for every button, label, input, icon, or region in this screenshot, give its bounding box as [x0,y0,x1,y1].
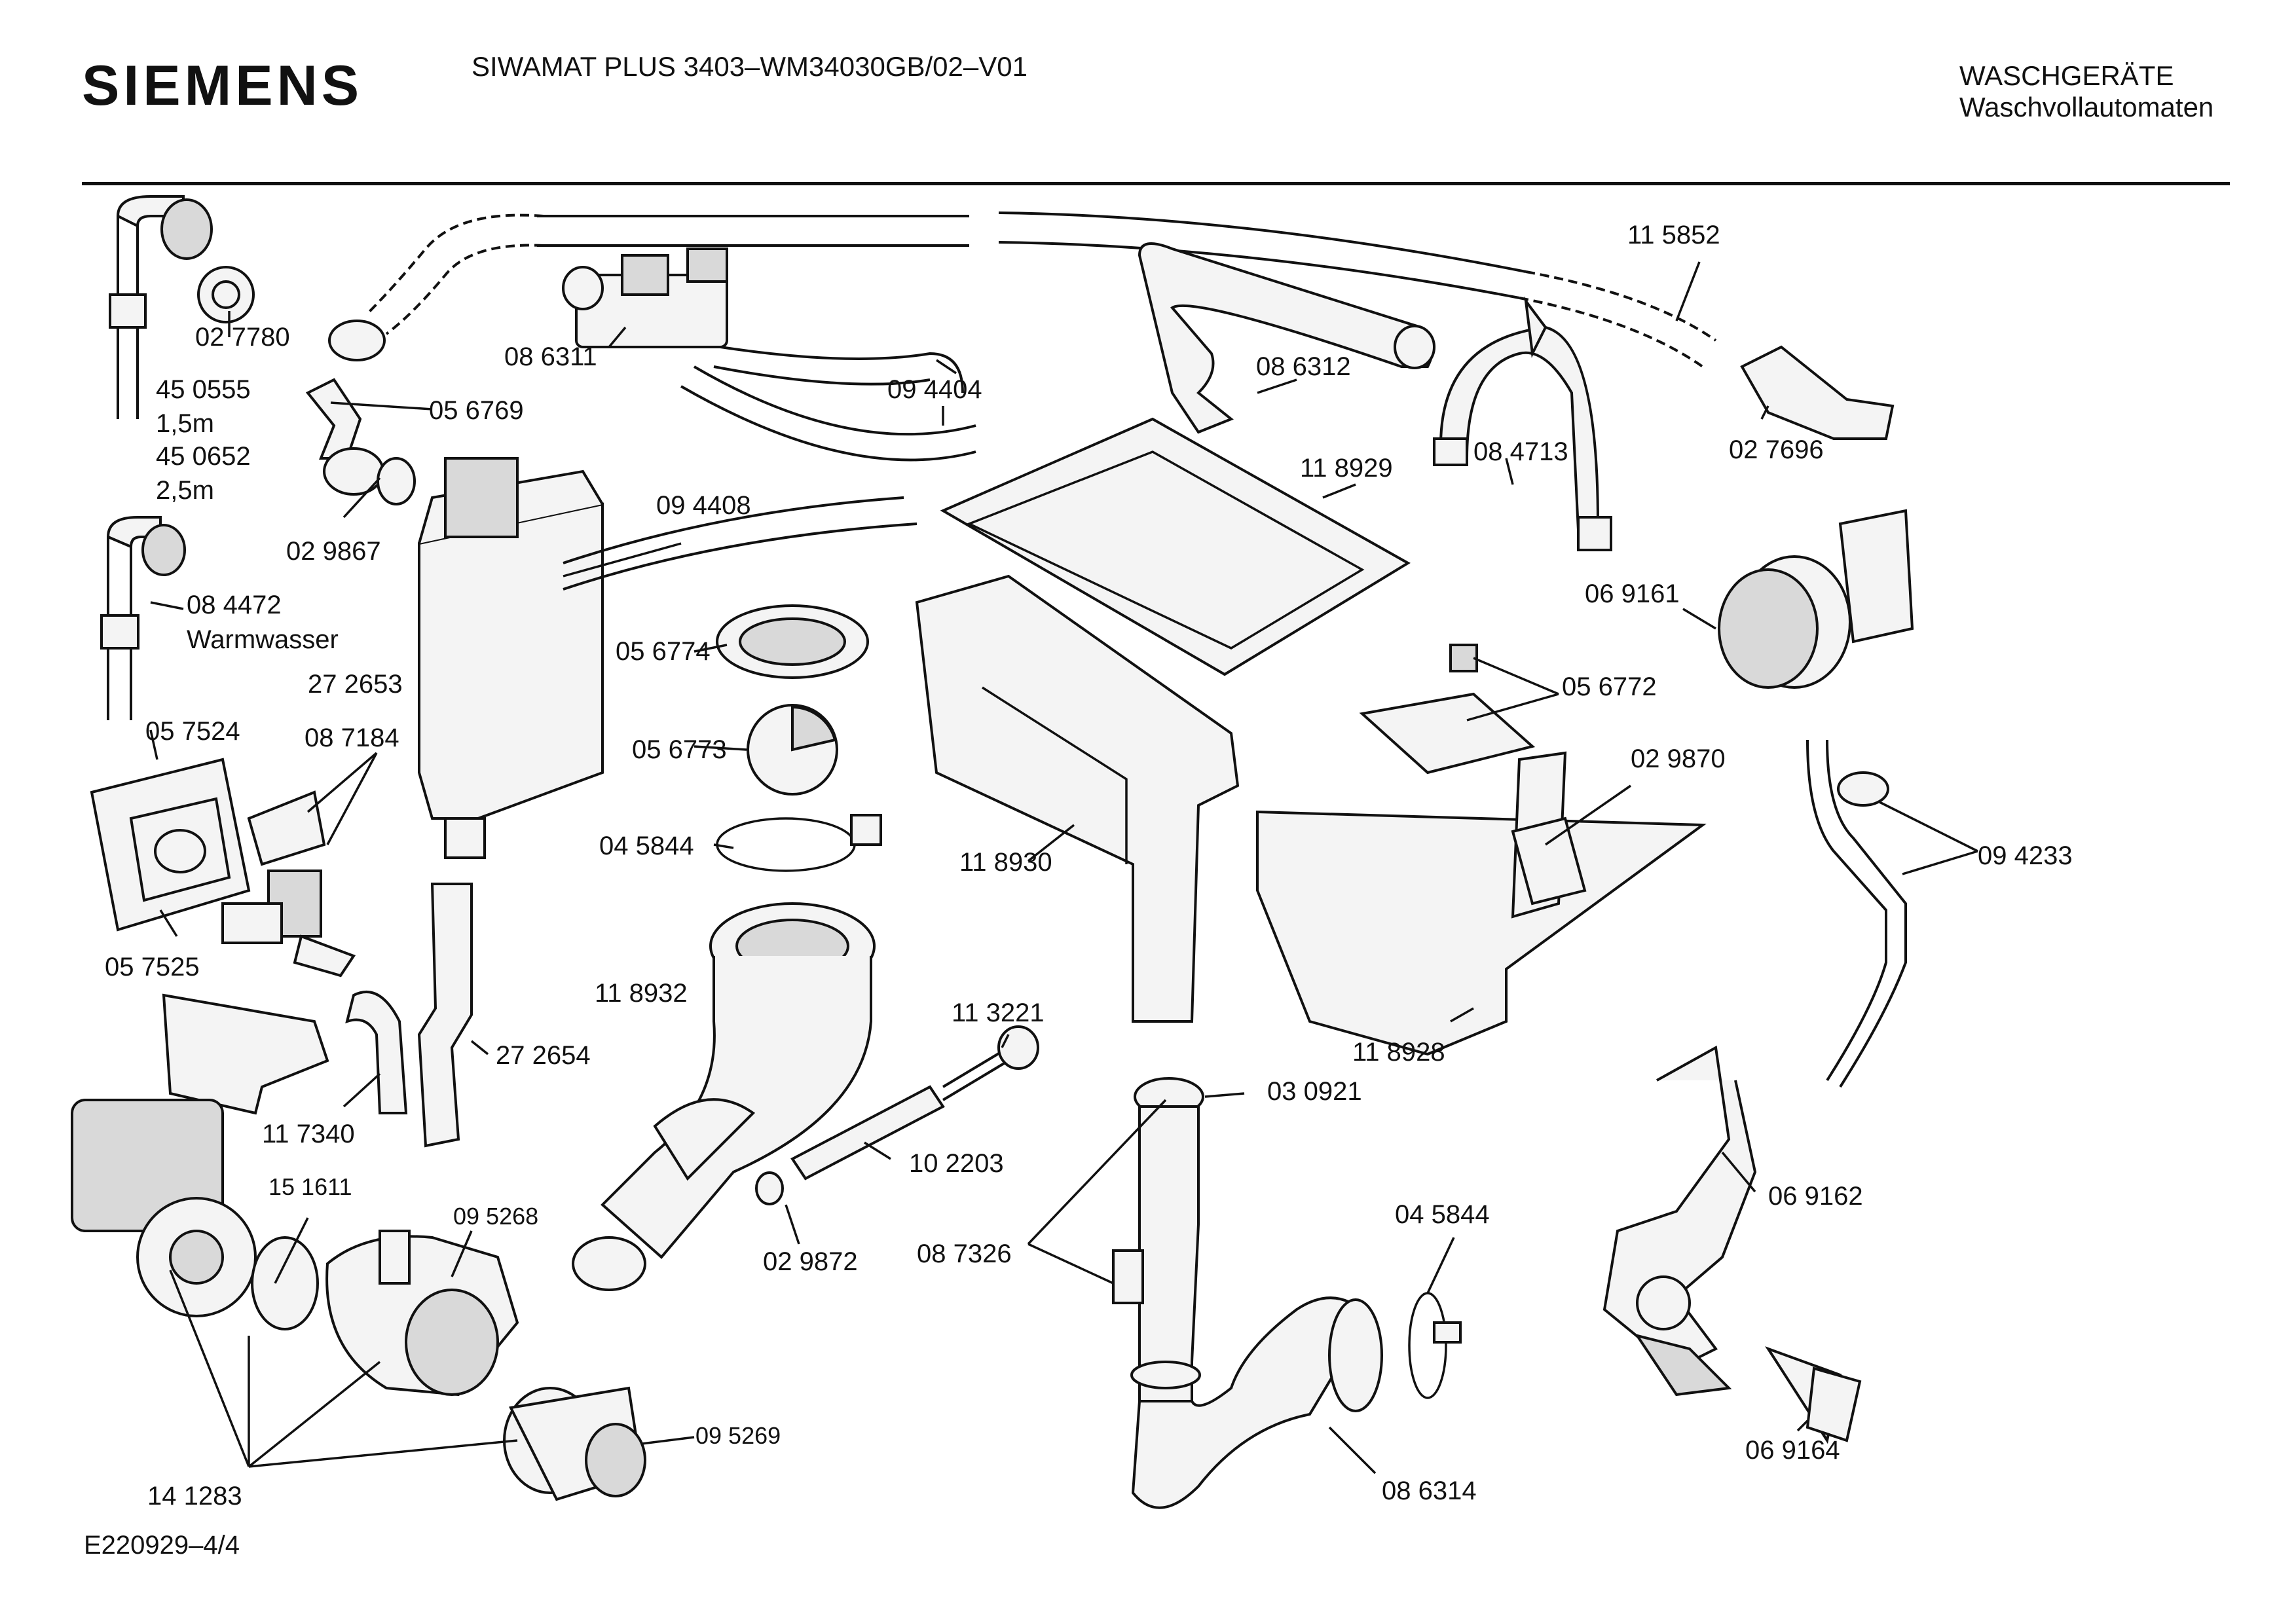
callout-056772: 05 6772 [1562,672,1657,701]
mounting-bracket [1602,1045,1757,1397]
inlet-hose-warm [100,516,186,720]
callout-069161: 06 9161 [1585,579,1680,608]
callout-087184: 08 7184 [305,724,399,752]
drain-pipe [1112,1077,1204,1402]
hose-clamp-lower [1408,1292,1462,1399]
hose-connector [1740,345,1895,440]
callout-102203: 10 2203 [909,1149,1004,1178]
callout-094408: 09 4408 [656,491,751,520]
elbow-pipe [305,378,416,505]
dispenser-housing [915,574,1240,1023]
callout-027696: 02 7696 [1729,435,1824,464]
pressure-switch [1718,509,1914,689]
callout-118929: 11 8929 [1300,454,1393,483]
callout-045844-upper: 04 5844 [599,832,694,860]
callout-450555: 45 0555 [156,375,251,404]
hose-clamp-top [716,814,882,872]
softener-tank [418,457,917,859]
callout-095269: 09 5269 [695,1422,781,1449]
callout-272653: 27 2653 [308,670,403,699]
valve-assembly [562,247,976,462]
callout-labels: 02 7780 45 0555 1,5m 45 0652 2,5m 05 676… [105,221,2073,1511]
callout-029870: 02 9870 [1631,744,1726,773]
callout-029867: 02 9867 [286,537,381,566]
callout-056773: 05 6773 [632,735,727,764]
callout-length-15: 1,5m [156,409,214,438]
hose-top [328,211,1717,368]
solenoid-valve [221,790,356,978]
drain-bellows [1131,1296,1383,1509]
callout-086314: 08 6314 [1382,1476,1477,1505]
callout-084472: 08 4472 [187,591,282,619]
pressure-tube [1806,739,1907,1088]
rubber-insert [1511,816,1587,906]
ball-valve [747,704,838,796]
category-title: WASCHGERÄTE [1959,60,2174,91]
callout-095268: 09 5268 [453,1203,538,1230]
cover-plate [90,758,251,932]
callout-094404: 09 4404 [887,375,982,404]
inlet-hose-cold [109,195,213,419]
callout-087326: 08 7326 [917,1239,1012,1268]
header-rule [82,182,2230,185]
siphon-cap [1449,644,1478,672]
callout-117340: 11 7340 [262,1120,355,1148]
seal-ring [197,266,255,323]
callout-030921: 03 0921 [1267,1077,1362,1106]
callout-086311: 08 6311 [504,342,597,371]
drain-pump [71,1099,319,1330]
callout-069162: 06 9162 [1768,1182,1863,1211]
callout-118928: 11 8928 [1352,1038,1445,1067]
filter [503,1386,646,1501]
callout-warmwasser: Warmwasser [187,625,339,654]
callout-118932: 11 8932 [595,979,688,1008]
callout-027780: 02 7780 [195,323,290,352]
leader-lines [149,261,1978,1475]
callout-029872: 02 9872 [763,1247,858,1276]
brand-logo: SIEMENS [82,54,363,117]
callout-141283: 14 1283 [147,1482,242,1511]
dispenser-lid [940,417,1411,676]
callout-272654: 27 2654 [496,1041,591,1070]
u-hose [1138,242,1435,434]
model-title: SIWAMAT PLUS 3403–WM34030GB/02–V01 [472,51,1028,82]
callout-057525: 05 7525 [105,953,200,981]
callout-086312: 08 6312 [1256,352,1351,381]
sump-bellows [572,902,876,1291]
spigot [1765,1346,1862,1444]
heater-rod [755,1025,1039,1205]
pump-cover [162,993,329,1115]
pump-housing [325,1230,519,1397]
drain-hose-short [417,883,473,1148]
sump-seal [716,604,869,679]
callout-450652: 45 0652 [156,442,251,471]
hose-bracket [1433,296,1612,551]
small-hose [345,991,408,1114]
parts-artwork [71,195,1914,1509]
callout-151611: 15 1611 [268,1173,352,1200]
document-id: E220929–4/4 [84,1531,240,1560]
callout-045844-lower: 04 5844 [1395,1200,1490,1229]
callout-084713: 08 4713 [1473,437,1568,466]
callout-length-25: 2,5m [156,476,214,505]
callout-057524: 05 7524 [145,717,240,746]
callout-069164: 06 9164 [1745,1436,1840,1465]
callout-094233: 09 4233 [1978,841,2073,870]
callout-118930: 11 8930 [959,848,1052,877]
callout-113221: 11 3221 [952,998,1045,1027]
callout-056774: 05 6774 [616,637,711,666]
callout-115852: 11 5852 [1627,221,1720,249]
callout-056769: 05 6769 [429,396,524,425]
subcategory-title: Waschvollautomaten [1959,92,2214,122]
